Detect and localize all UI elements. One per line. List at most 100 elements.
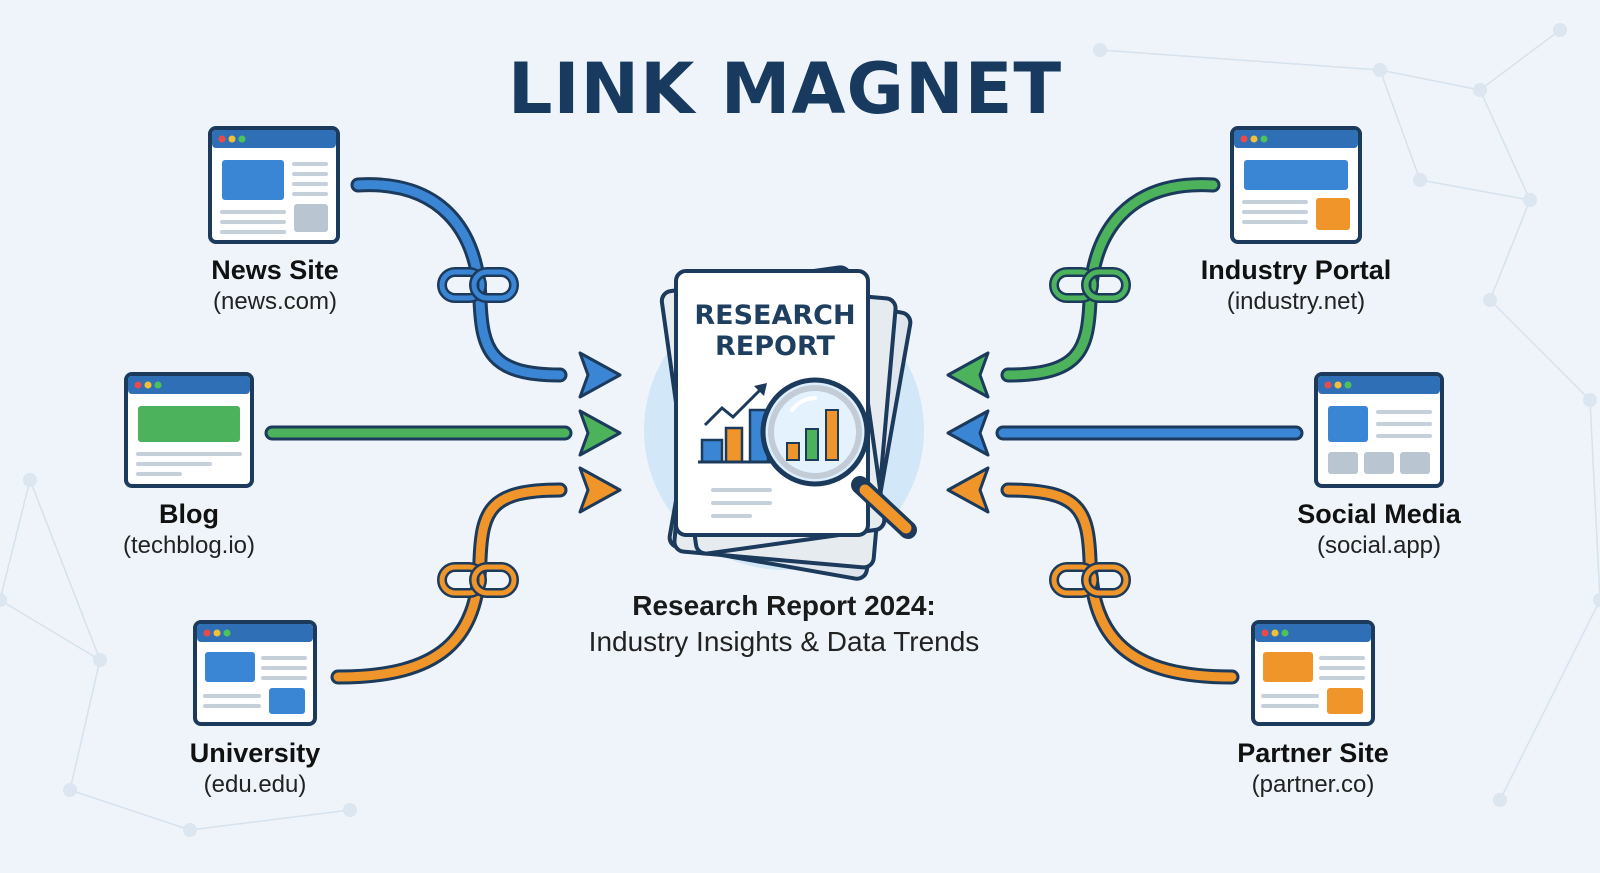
image-block [269,688,305,714]
lens-glare [790,396,817,412]
network-node [1093,43,1107,57]
source-name: News Site [211,255,339,285]
network-node [343,803,357,817]
network-node [93,653,107,667]
backlink-arrow-university [330,466,622,685]
arrowhead [578,351,622,399]
arrowhead [946,409,990,457]
network-edge [1419,179,1531,201]
browser-window-icon-blog [124,372,254,488]
background-network [0,23,1600,837]
page-title: LINK MAGNET [507,48,1063,130]
network-edge [1589,399,1600,601]
window-dot [228,135,236,143]
window-dot [1281,629,1289,637]
window-dot [1334,381,1342,389]
network-edge [1379,69,1481,91]
network-node [23,473,37,487]
caption-title: Research Report 2024: [632,590,936,621]
network-node [1413,173,1427,187]
network-node [1473,83,1487,97]
network-node [1523,193,1537,207]
backlink-arrow-partner [946,466,1240,685]
arrowhead [946,466,990,514]
image-block [1263,652,1313,682]
network-node [183,823,197,837]
window-dot [1240,135,1248,143]
network-node [1553,23,1567,37]
image-block [1328,406,1368,442]
backlink-arrow-blog [264,409,622,457]
network-edge [69,659,101,791]
report-title-line2: REPORT [715,331,835,362]
magnifier-handle [859,484,912,534]
chain-link [1083,269,1129,301]
label-social: Social Media (social.app) [1229,498,1529,562]
label-blog: Blog(techblog.io) [39,498,339,562]
network-node [63,783,77,797]
source-domain: (social.app) [1316,532,1442,559]
label-university: University(edu.edu) [105,737,405,801]
window-dot [1250,135,1258,143]
window-dot [1271,629,1279,637]
browser-window-icon-social [1314,372,1444,488]
browser-window-icon-industry [1230,126,1362,244]
browser-window-icon-news [208,126,340,244]
zoomed-bar [825,409,839,461]
source-domain: (edu.edu) [203,771,307,798]
caption-subtitle: Industry Insights & Data Trends [588,626,980,657]
source-domain: (partner.co) [1251,771,1375,798]
chain-link [1083,564,1129,596]
window-titlebar [1255,624,1371,642]
image-block [222,160,284,200]
window-dot [154,381,162,389]
chain-link [1051,269,1097,301]
chain-link-icon [1049,562,1131,598]
source-domain: (industry.net) [1226,288,1366,315]
browser-window-icon-university [193,620,317,726]
backlink-arrow-social [946,409,1304,457]
browser-window-icon-partner [1251,620,1375,726]
network-node [0,593,7,607]
source-domain: (techblog.io) [122,532,256,559]
image-block [1327,688,1363,714]
window-dot [238,135,246,143]
chain-link-icon [437,562,519,598]
window-titlebar [1234,130,1358,148]
chart-bar [700,438,724,464]
source-domain: (news.com) [212,288,338,315]
network-edge [189,809,351,831]
trend-arrow [754,383,767,396]
source-name: Partner Site [1237,738,1389,768]
network-node [1483,293,1497,307]
image-block [1328,452,1358,474]
source-name: Social Media [1297,499,1461,529]
label-partner: Partner Site (partner.co) [1163,737,1463,801]
image-block [138,406,240,442]
chain-link-icon [1049,267,1131,303]
chain-link [439,564,485,596]
label-news: News Site (news.com) [125,254,425,318]
chain-link [471,269,517,301]
chain-link [471,564,517,596]
network-edge [1099,49,1381,71]
window-dot [144,381,152,389]
window-dot [1344,381,1352,389]
source-name: Industry Portal [1200,255,1392,285]
network-edge [1489,199,1531,301]
chain-link-icon [437,267,519,303]
image-block [1400,452,1430,474]
backlink-arrow-news [350,177,622,399]
window-titlebar [212,130,336,148]
network-node [1593,593,1600,607]
window-dot [134,381,142,389]
network-edge [69,789,191,831]
network-edge [1499,599,1600,801]
image-block [1244,160,1348,190]
chain-link [1051,564,1097,596]
label-industry: Industry Portal (industry.net) [1146,254,1446,318]
network-node [1373,63,1387,77]
trend-line [703,386,764,427]
